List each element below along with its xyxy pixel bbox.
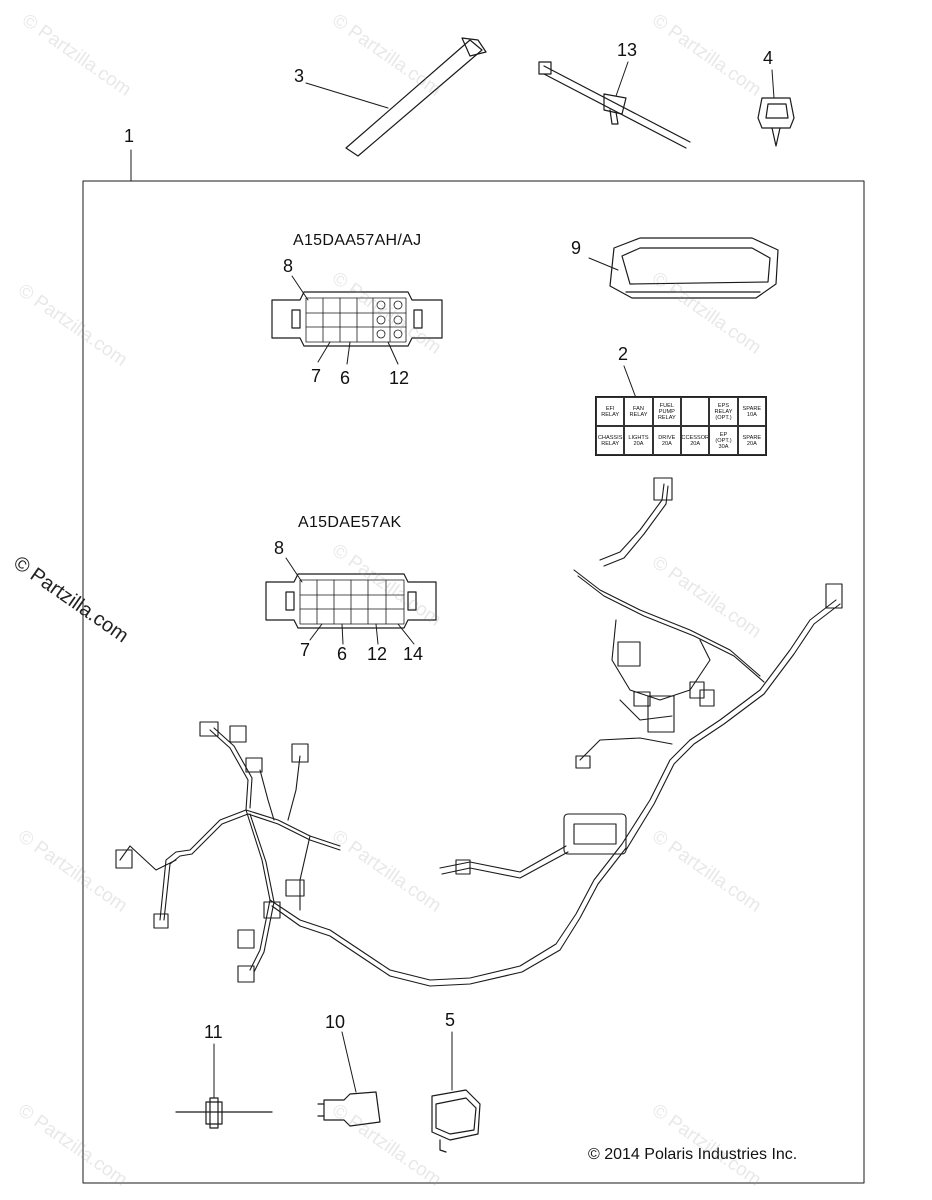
fuse-decal-label: EFI RELAY FAN RELAY FUEL PUMP RELAY EPS … <box>595 396 767 456</box>
terminal-part <box>317 1031 381 1127</box>
decal-cell: LIGHTS 20A <box>624 426 653 455</box>
callout-13: 13 <box>617 40 638 60</box>
push-mount-tie-part <box>538 61 691 149</box>
cable-tie-part <box>305 37 487 157</box>
decal-cell: SPARE 20A <box>737 426 766 455</box>
callout-8-lower: 8 <box>274 538 285 558</box>
decal-cell: SPARE 10A <box>737 397 766 426</box>
copyright-notice: © 2014 Polaris Industries Inc. <box>588 1146 798 1163</box>
decal-cell <box>681 397 710 426</box>
kit-frame <box>82 180 865 1184</box>
callout-12-lower: 12 <box>367 644 388 664</box>
decal-cell: FAN RELAY <box>624 397 653 426</box>
fuse-cover-part <box>588 237 779 299</box>
decal-cell: FUEL PUMP RELAY <box>652 397 681 426</box>
callout-8: 8 <box>283 256 294 276</box>
splice-part <box>175 1043 273 1129</box>
wiring-harness <box>115 477 843 987</box>
decal-cell: EPS RELAY (OPT.) <box>709 397 738 426</box>
callout-14: 14 <box>403 644 424 664</box>
callout-6: 6 <box>340 368 351 388</box>
callout-11: 11 <box>204 1022 223 1042</box>
callout-7: 7 <box>311 366 322 386</box>
decal-cell: CHASSIS RELAY <box>596 426 625 455</box>
callout-5: 5 <box>445 1010 456 1030</box>
callout-12: 12 <box>389 368 410 388</box>
callout-6-lower: 6 <box>337 644 348 664</box>
callout-3: 3 <box>294 66 305 86</box>
fuse-box-top <box>271 275 443 365</box>
model-label-top: A15DAA57AH/AJ <box>293 232 422 249</box>
callout-4: 4 <box>763 48 774 68</box>
decal-cell: EP (OPT.) 30A <box>709 426 738 455</box>
clip-part <box>757 69 795 147</box>
model-label-bottom: A15DAE57AK <box>298 514 402 531</box>
callout-9: 9 <box>571 238 582 258</box>
decal-cell: EFI RELAY <box>596 397 625 426</box>
fuse-box-bottom <box>265 557 437 645</box>
decal-cell: DRIVE 20A <box>652 426 681 455</box>
connector-part <box>431 1031 481 1153</box>
callout-10: 10 <box>325 1012 346 1032</box>
decal-cell: ACCESSORY 20A <box>681 426 710 455</box>
callout-1: 1 <box>124 126 135 146</box>
callout-2: 2 <box>618 344 629 364</box>
callout-7-lower: 7 <box>300 640 311 660</box>
